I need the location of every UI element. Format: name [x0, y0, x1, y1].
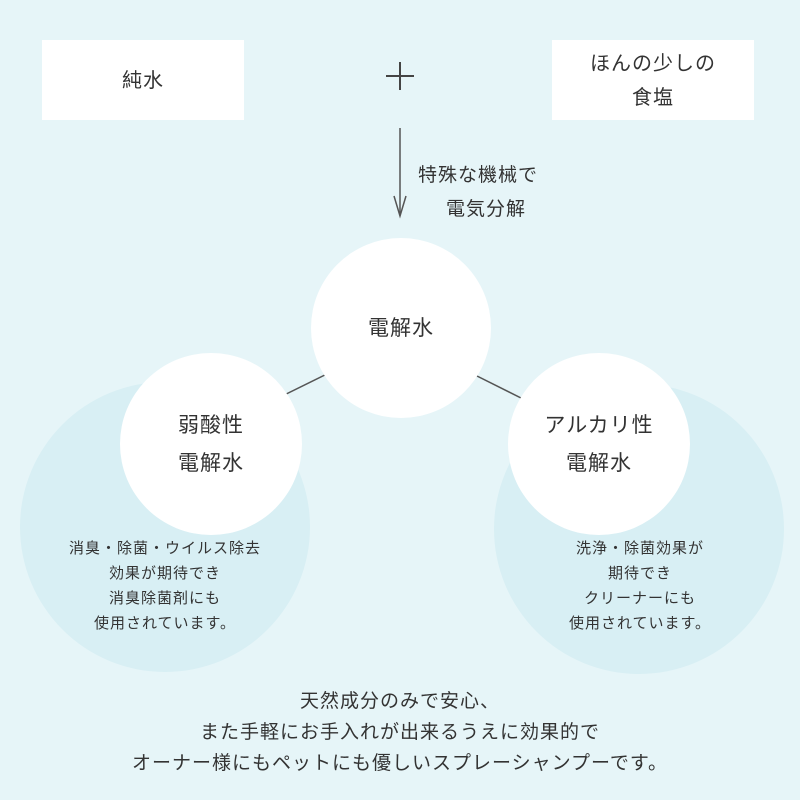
- footer-line: また手軽にお手入れが出来るうえに効果的で: [199, 721, 600, 743]
- plus-icon: [386, 62, 414, 90]
- acidic-water-line1: 弱酸性: [178, 413, 244, 437]
- input-pure-water-label: 純水: [122, 68, 164, 92]
- footer-line: オーナー様にもペットにも優しいスプレーシャンプーです。: [131, 752, 668, 774]
- input-salt-line1: ほんの少しの: [590, 51, 716, 75]
- alkaline-desc-line: 使用されています。: [568, 614, 712, 632]
- input-salt-line2: 食塩: [632, 85, 674, 109]
- process-line1: 特殊な機械で: [418, 164, 539, 186]
- acidic-desc-line: 効果が期待でき: [108, 564, 221, 582]
- input-pure-water: 純水: [42, 40, 244, 120]
- acidic-water-circle: 弱酸性 電解水: [120, 353, 302, 535]
- alkaline-water-circle: アルカリ性 電解水: [508, 353, 690, 535]
- process-label: 特殊な機械で 電気分解: [418, 158, 618, 226]
- acidic-desc-line: 消臭除菌剤にも: [108, 589, 221, 607]
- acidic-desc-line: 使用されています。: [93, 614, 237, 632]
- alkaline-description: 洗浄・除菌効果が 期待でき クリーナーにも 使用されています。: [500, 536, 780, 636]
- alkaline-water-line1: アルカリ性: [544, 413, 654, 437]
- process-line2: 電気分解: [446, 198, 527, 220]
- acidic-description: 消臭・除菌・ウイルス除去 効果が期待でき 消臭除菌剤にも 使用されています。: [25, 536, 305, 636]
- input-salt: ほんの少しの 食塩: [552, 40, 754, 120]
- electrolyzed-water-label: 電解水: [368, 316, 434, 340]
- acidic-desc-line: 消臭・除菌・ウイルス除去: [68, 539, 261, 557]
- alkaline-desc-line: クリーナーにも: [583, 589, 696, 607]
- footer-text: 天然成分のみで安心、 また手軽にお手入れが出来るうえに効果的で オーナー様にもペ…: [0, 686, 800, 779]
- electrolyzed-water-circle: 電解水: [311, 238, 491, 418]
- alkaline-desc-line: 洗浄・除菌効果が: [575, 539, 704, 557]
- footer-line: 天然成分のみで安心、: [299, 690, 500, 712]
- down-arrow-icon: [393, 195, 407, 219]
- acidic-water-line2: 電解水: [178, 451, 244, 475]
- alkaline-desc-line: 期待でき: [607, 564, 672, 582]
- alkaline-water-line2: 電解水: [566, 451, 632, 475]
